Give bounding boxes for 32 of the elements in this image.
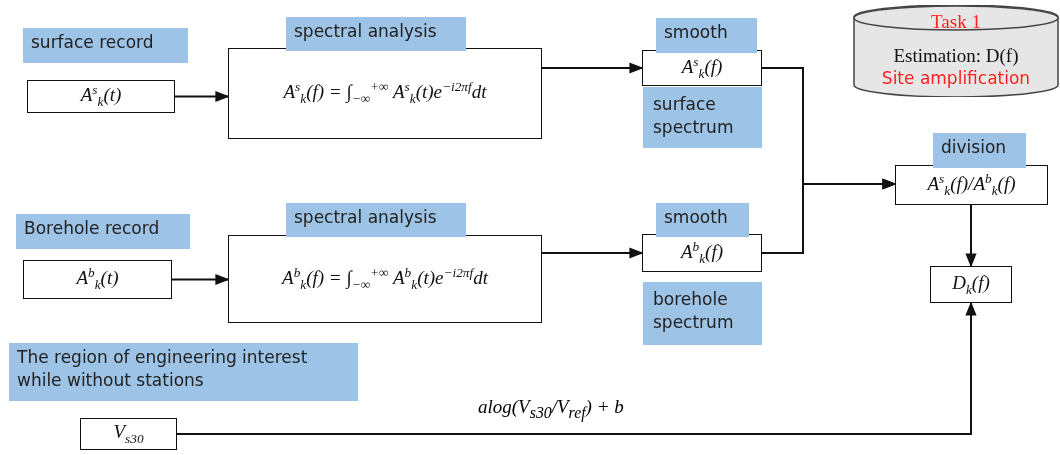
arrow	[965, 204, 977, 268]
arrow	[541, 247, 644, 259]
step-label: division	[933, 133, 1026, 168]
formula: V$_{s30}$	[113, 421, 144, 447]
estimation-text: Estimation: D(f)	[892, 45, 1020, 67]
formula: A$^{s}$$_{k}$(f)/A$^{b}$$_{k}$(f)	[927, 170, 1016, 200]
spectrum-label: borehole spectrum	[643, 282, 762, 345]
formula-box	[930, 266, 1012, 303]
edge-label: alog(V$_{s30}$/V$_{ref}$) + b	[475, 396, 627, 422]
step-label: spectral analysis	[286, 203, 466, 237]
record-label: Borehole record	[16, 214, 190, 249]
formula: A$^{b}$$_{k}$(f)	[680, 238, 724, 268]
arrow	[171, 273, 230, 286]
formula: A$^{s}$$_{k}$(t)	[80, 82, 122, 111]
task-title: Task 1	[930, 11, 982, 33]
site-amplification-text: Site amplification	[880, 69, 1032, 89]
formula: A$^{s}$$_{k}$(f)	[681, 53, 723, 83]
formula: A$^{s}$$_{k}$(f) = ∫$_{−∞}$$^{+∞}$ A$^{s}$$_{k}$(t)e$^{−i2πf}$dt	[283, 79, 487, 108]
formula: D$_{k}$(f)	[952, 271, 990, 298]
arrow	[761, 178, 897, 254]
spectrum-label: surface spectrum	[643, 87, 762, 148]
arrow	[174, 90, 230, 103]
step-label: spectral analysis	[286, 17, 466, 51]
record-label: surface record	[23, 28, 188, 63]
arrow	[176, 301, 977, 435]
formula: A$^{b}$$_{k}$(t)	[76, 265, 119, 294]
formula: A$^{b}$$_{k}$(f) = ∫$_{−∞}$$^{+∞}$ A$^{b}$$_{k}$(t)e$^{−i2πf}$dt	[282, 264, 488, 294]
step-label: smooth	[656, 203, 749, 237]
task-cylinder	[853, 5, 1059, 97]
region-label: The region of engineering interest while without stations	[9, 343, 358, 401]
step-label: smooth	[656, 18, 757, 53]
arrow	[541, 62, 644, 74]
